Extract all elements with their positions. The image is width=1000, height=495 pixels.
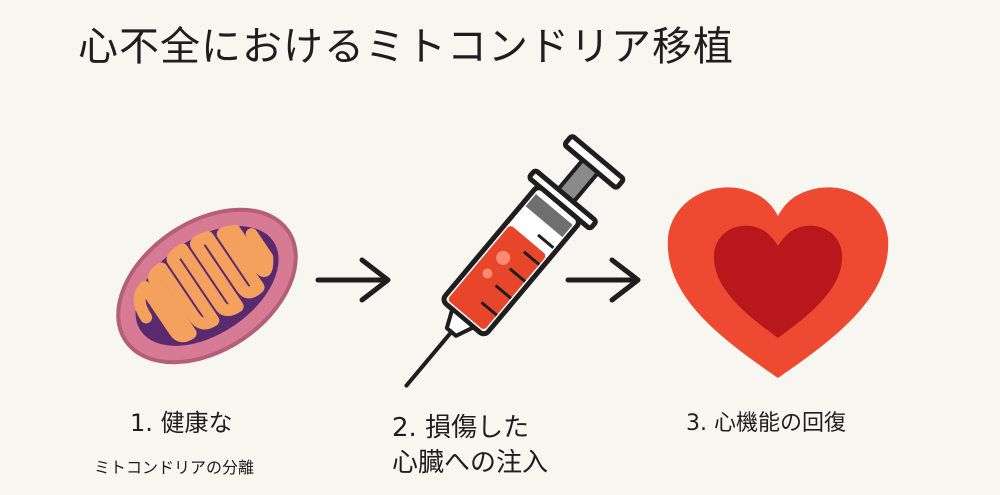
step-1-label: 1. 健康な	[130, 409, 233, 437]
step-2-sublabel: 心臓への注入	[392, 448, 549, 478]
step-1-sublabel: ミトコンドリアの分離	[94, 458, 255, 477]
arrow-right-icon	[315, 257, 391, 303]
diagram-title: 心不全におけるミトコンドリア移植	[78, 24, 734, 70]
heart-icon	[667, 187, 889, 378]
step-3-label: 3. 心機能の回復	[686, 411, 846, 436]
arrow-right-icon	[565, 257, 641, 303]
mitochondria-icon	[116, 207, 298, 365]
syringe-icon	[404, 134, 626, 388]
step-2-label: 2. 損傷した	[392, 413, 530, 443]
